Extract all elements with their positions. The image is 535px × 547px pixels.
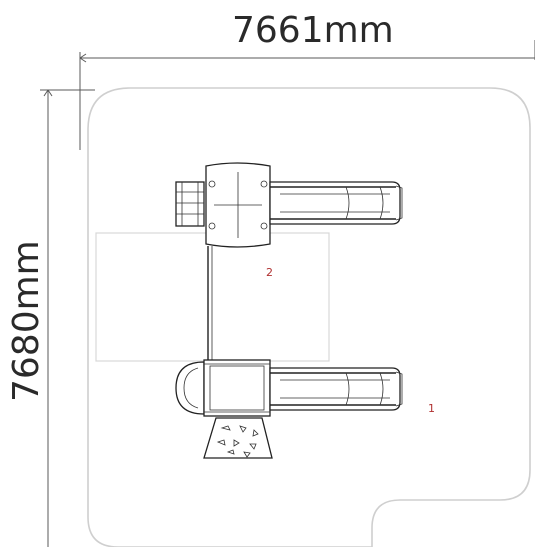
zone-1-label: 1 — [428, 402, 435, 415]
connecting-bridge — [207, 246, 213, 360]
climbing-wall — [203, 417, 273, 459]
height-dimension: 7680mm — [6, 89, 95, 547]
zone-2-label: 2 — [266, 266, 273, 279]
lower-platform — [175, 359, 271, 417]
width-dimension-label: 7661mm — [232, 10, 394, 51]
height-dimension-label: 7680mm — [6, 240, 47, 402]
lower-slide — [269, 367, 403, 411]
safety-area-outline — [87, 87, 531, 547]
upper-platform — [205, 162, 271, 248]
width-dimension: 7661mm — [79, 10, 535, 150]
upper-ladder — [175, 181, 205, 227]
upper-slide — [269, 181, 403, 225]
zone-2-rectangle — [95, 232, 330, 362]
